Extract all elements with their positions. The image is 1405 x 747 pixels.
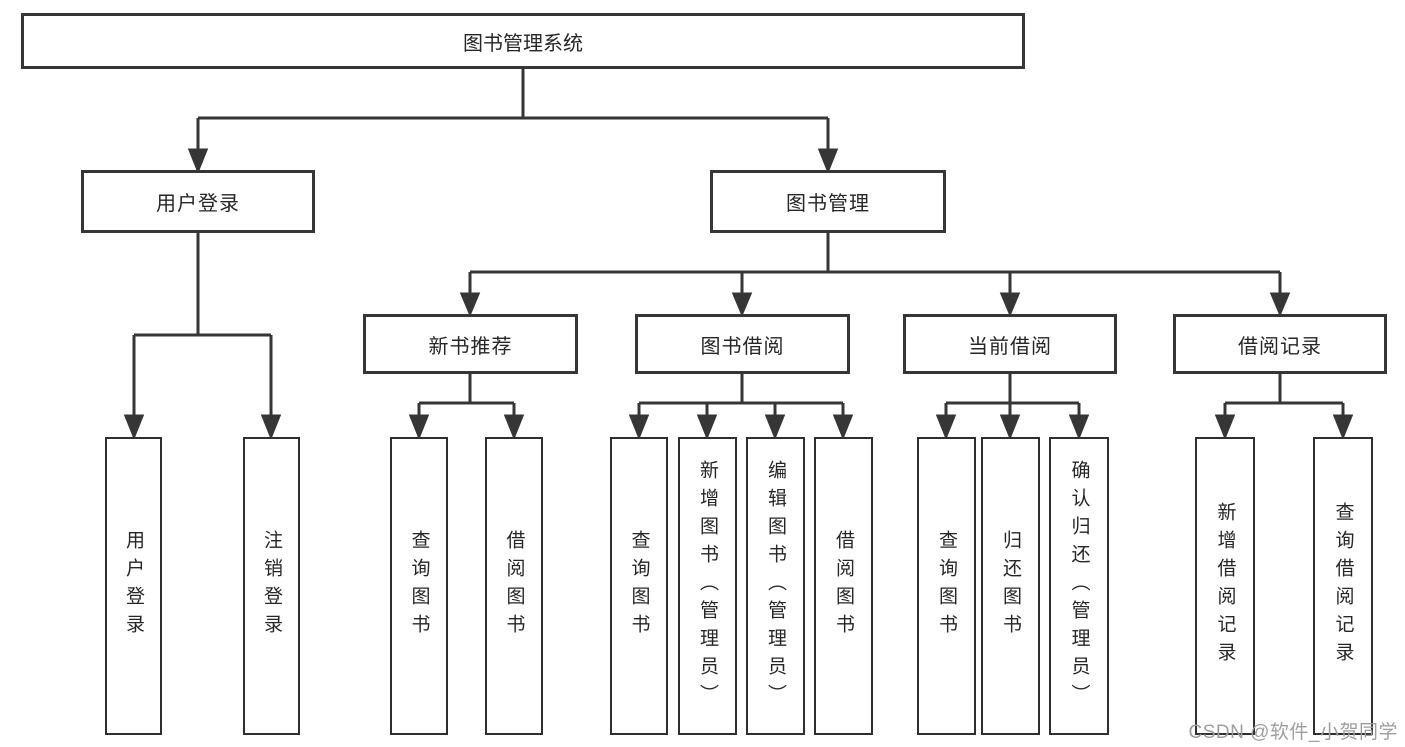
leaf-label: 借阅图书 (833, 530, 854, 642)
arrow-down-icon (696, 414, 718, 441)
node-book-borrowing-label: 图书借阅 (700, 335, 785, 358)
leaf-label: 查询图书 (936, 530, 957, 642)
leaf-label: 查询借阅记录 (1332, 502, 1354, 670)
leaf-label: 用户登录 (123, 530, 144, 642)
leaf-add-borrow-record: 新增借阅记录 (1195, 437, 1255, 735)
arrow-down-icon (731, 292, 753, 317)
csdn-watermark: CSDN @软件_小贺同学 (1188, 722, 1398, 743)
node-current-borrowing-label: 当前借阅 (968, 335, 1052, 358)
arrow-down-icon (999, 414, 1021, 441)
leaf-label: 归还图书 (1000, 530, 1021, 642)
node-user-login: 用户登录 (81, 170, 315, 233)
arrow-down-icon (1068, 414, 1090, 441)
node-book-borrowing: 图书借阅 (635, 314, 850, 374)
arrow-down-icon (999, 292, 1021, 317)
arrow-down-icon (408, 414, 430, 441)
node-current-borrowing: 当前借阅 (903, 314, 1117, 374)
leaf-query-books-2: 查询图书 (610, 437, 668, 735)
arrow-down-icon (503, 414, 525, 441)
node-borrowing-records-label: 借阅记录 (1238, 335, 1322, 358)
leaf-edit-books-admin: 编辑图书（管理员） (746, 437, 805, 735)
leaf-label: 新增借阅记录 (1214, 502, 1236, 670)
leaf-label: 编辑图书（管理员） (765, 460, 786, 712)
arrow-down-icon (1332, 414, 1354, 441)
leaf-return-books: 归还图书 (981, 437, 1040, 735)
arrow-down-icon (187, 148, 209, 175)
node-root: 图书管理系统 (21, 13, 1025, 69)
node-root-label: 图书管理系统 (463, 32, 583, 55)
leaf-query-books-3: 查询图书 (917, 437, 976, 735)
leaf-user-login: 用户登录 (105, 437, 162, 735)
node-book-management-label: 图书管理 (786, 193, 870, 215)
leaf-borrow-books-1: 借阅图书 (485, 437, 543, 735)
node-book-management: 图书管理 (710, 170, 946, 233)
leaf-label: 借阅图书 (503, 530, 525, 642)
node-new-books: 新书推荐 (363, 314, 578, 374)
arrow-down-icon (817, 148, 839, 175)
node-borrowing-records: 借阅记录 (1173, 314, 1387, 374)
arrow-down-icon (1269, 292, 1291, 317)
node-new-books-label: 新书推荐 (428, 335, 513, 358)
leaf-label: 查询图书 (628, 530, 650, 642)
arrow-down-icon (1214, 414, 1236, 441)
arrow-down-icon (123, 414, 145, 441)
node-user-login-label: 用户登录 (156, 193, 240, 215)
arrow-down-icon (832, 414, 854, 441)
leaf-label: 确认归还（管理员） (1068, 460, 1090, 712)
arrow-down-icon (628, 414, 650, 441)
leaf-label: 新增图书（管理员） (697, 460, 718, 712)
leaf-label: 查询图书 (408, 530, 430, 642)
arrow-down-icon (260, 414, 282, 441)
leaf-logout: 注销登录 (243, 437, 300, 735)
leaf-add-books-admin: 新增图书（管理员） (678, 437, 737, 735)
arrow-down-icon (935, 414, 957, 441)
arrow-down-icon (459, 292, 481, 317)
arrow-down-icon (764, 414, 786, 441)
leaf-query-books-1: 查询图书 (390, 437, 448, 735)
leaf-confirm-return-admin: 确认归还（管理员） (1049, 437, 1109, 735)
leaf-label: 注销登录 (261, 530, 282, 642)
leaf-borrow-books-2: 借阅图书 (814, 437, 873, 735)
leaf-query-borrow-record: 查询借阅记录 (1313, 437, 1373, 735)
